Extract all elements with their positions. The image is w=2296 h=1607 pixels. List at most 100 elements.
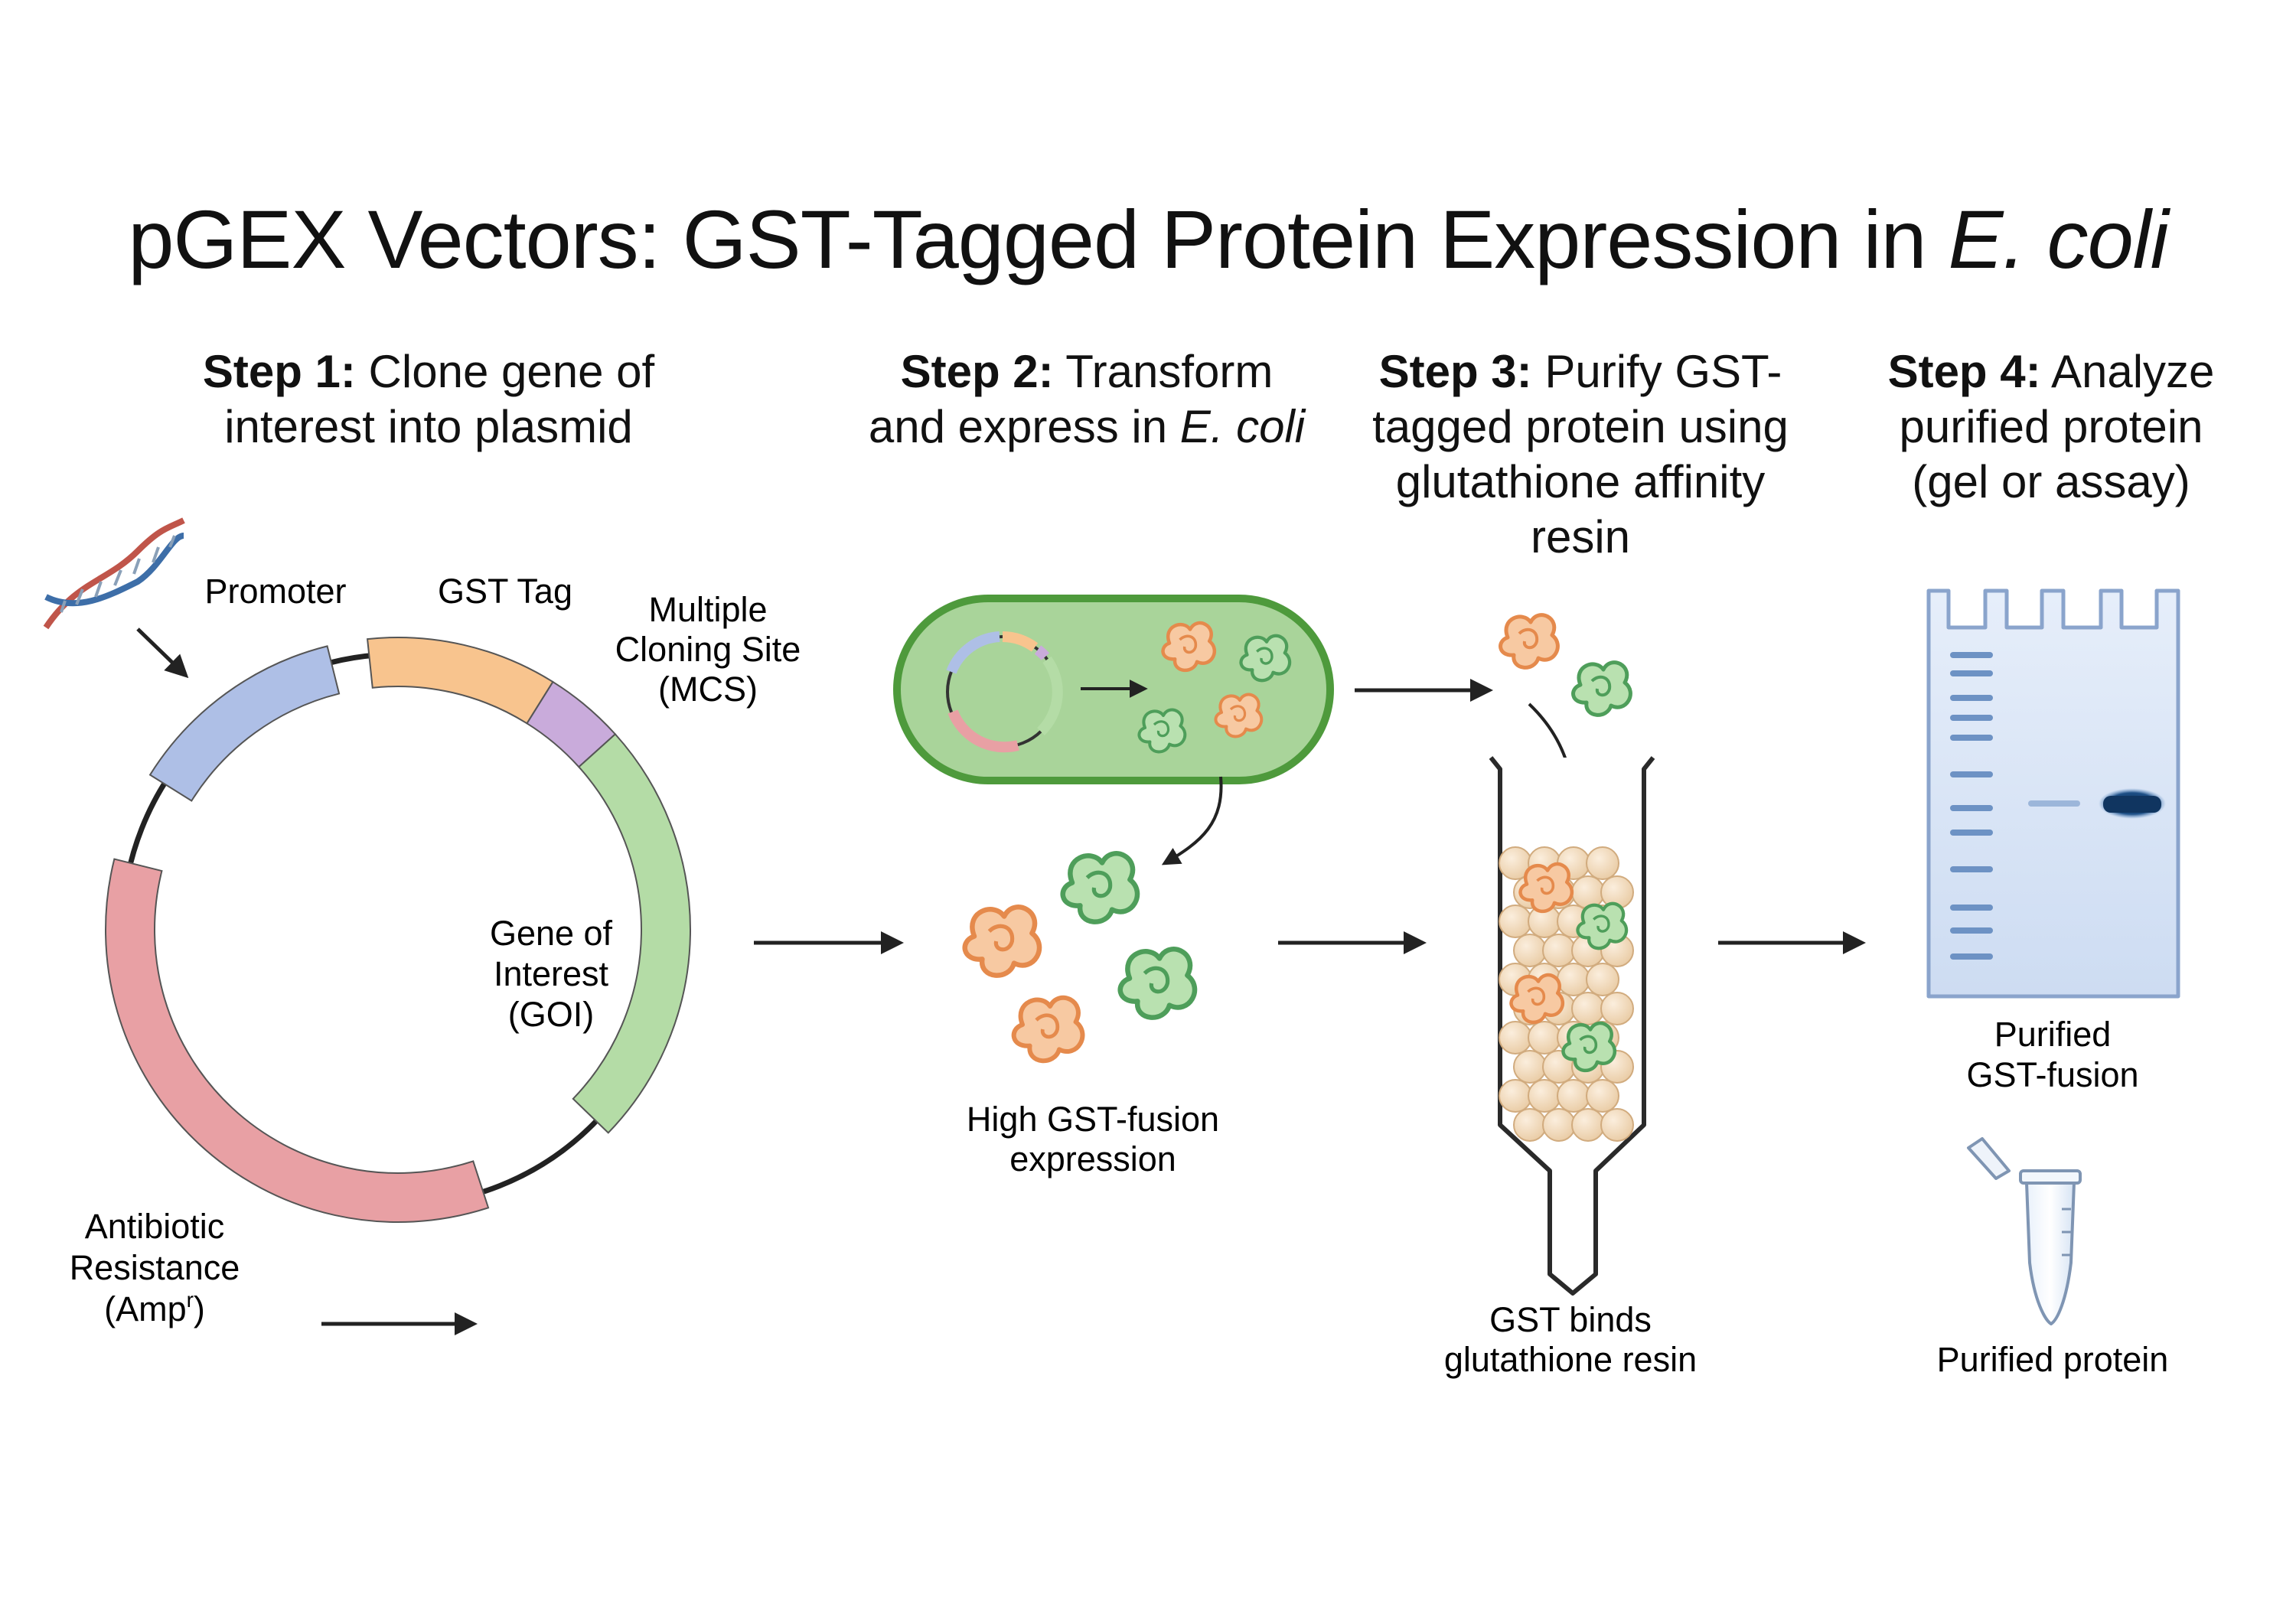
protein-fold	[1527, 986, 1546, 1006]
title-organism: E. coli	[1948, 193, 2169, 285]
dna-helix-icon	[43, 517, 185, 630]
gst-fusion-band-core	[2103, 796, 2161, 813]
resin-bead	[1528, 1079, 1561, 1113]
resin-bead	[1571, 1108, 1605, 1142]
ladder-band	[1950, 652, 1993, 658]
resin-bead	[1557, 963, 1590, 996]
step-4-line-3: (gel or assay)	[1912, 456, 2190, 507]
cell-proteins	[1137, 621, 1292, 754]
ladder-band	[1950, 805, 1993, 811]
expression-label-line-2: expression	[1009, 1139, 1176, 1178]
fusion-protein-icon	[1561, 1021, 1617, 1073]
goi-segment	[572, 732, 691, 1134]
amp-resistance-segment	[105, 858, 490, 1223]
step-3-line-1: Purify GST-	[1531, 346, 1782, 397]
step-2-heading: Step 2: Transform and express in E. coli	[850, 344, 1324, 455]
fusion-protein-icon	[1239, 634, 1292, 683]
ladder-band	[1950, 830, 1993, 836]
protein-body	[1576, 901, 1629, 950]
promoter-segment	[148, 645, 341, 802]
title-text: pGEX Vectors: GST-Tagged Protein Express…	[128, 193, 1949, 285]
step-3-heading: Step 3: Purify GST- tagged protein using…	[1347, 344, 1814, 565]
protein-body	[962, 905, 1042, 978]
amp-label-line-2: Resistance	[70, 1248, 240, 1287]
fusion-protein-icon	[1117, 947, 1198, 1020]
ladder-band	[1950, 905, 1993, 911]
gst-protein-icon	[1214, 693, 1264, 738]
step-4-heading: Step 4: Analyze purified protein (gel or…	[1860, 344, 2242, 510]
amp-label-line-1: Antibiotic	[85, 1207, 225, 1246]
resin-bead	[1513, 1050, 1547, 1084]
sds-page-gel	[1926, 588, 2180, 999]
resin-bead	[1586, 963, 1619, 996]
step-3-line-3: glutathione affinity	[1395, 456, 1766, 507]
tube-label: Purified protein	[1937, 1340, 2169, 1379]
promoter-label: Promoter	[204, 572, 346, 611]
mini-plasmid-icon	[946, 631, 1063, 753]
ladder-band	[1950, 670, 1993, 676]
protein-body	[1518, 862, 1574, 914]
dna-insert-arrow	[136, 627, 189, 679]
gel-label-line-1: Purified	[1994, 1015, 2112, 1054]
protein-body	[1117, 947, 1198, 1020]
protein-body	[1561, 1021, 1617, 1073]
resin-bead	[1571, 875, 1605, 909]
resin-bead	[1542, 1108, 1576, 1142]
protein-body	[1161, 621, 1217, 673]
ladder-band	[1950, 927, 1993, 934]
gst-protein-icon	[1499, 613, 1560, 670]
gst-protein-icon	[1011, 995, 1085, 1064]
resin-bead	[1600, 1108, 1634, 1142]
gst-protein-icon	[1509, 973, 1565, 1025]
protein-fold	[1590, 675, 1612, 697]
gst-protein-icon	[962, 905, 1042, 978]
protein-body	[1571, 660, 1632, 717]
resin-bead	[1586, 1079, 1619, 1113]
protein-fold	[1536, 875, 1555, 895]
ladder-band	[1950, 866, 1993, 872]
bound-gst-proteins	[1509, 862, 1629, 1073]
ladder-band	[1950, 953, 1993, 960]
protein-fold	[1085, 870, 1113, 898]
column-label-line-1: GST binds	[1489, 1300, 1652, 1339]
goi-label-line-2: Interest	[494, 954, 609, 993]
gel-label-line-2: GST-fusion	[1966, 1055, 2138, 1094]
protein-body	[1011, 995, 1085, 1064]
protein-fold	[1035, 1013, 1060, 1039]
protein-fold	[1256, 647, 1274, 665]
goi-label-line-1: Gene of	[490, 914, 613, 953]
protein-fold	[1229, 705, 1247, 722]
protein-body	[1239, 634, 1292, 683]
protein-fold	[1143, 966, 1170, 994]
protein-fold	[1579, 1035, 1598, 1054]
resin-bead	[1528, 1021, 1561, 1054]
amp-close: )	[194, 1289, 205, 1328]
mcs-label-line-3: (MCS)	[658, 670, 758, 709]
step-3-line-4: resin	[1530, 511, 1631, 562]
page-title: pGEX Vectors: GST-Tagged Protein Express…	[0, 191, 2296, 287]
fusion-protein-icon	[1576, 901, 1629, 950]
incoming-proteins	[1499, 613, 1632, 717]
goi-label-line-3: (GOI)	[508, 995, 594, 1034]
protein-body	[1060, 851, 1140, 924]
step-1-line-2: interest into plasmid	[224, 401, 633, 452]
mcs-label-line-1: Multiple	[648, 590, 767, 629]
release-arrow	[1161, 776, 1223, 865]
step-4-line-1: Analyze	[2040, 346, 2215, 397]
protein-fold	[1179, 634, 1198, 654]
gst-tag-segment	[366, 637, 554, 725]
expression-label-line-1: High GST-fusion	[967, 1100, 1219, 1139]
protein-body	[1214, 693, 1264, 738]
resin-bead	[1513, 1108, 1547, 1142]
ladder-bands	[1950, 652, 1993, 960]
protein-fold	[1153, 720, 1170, 738]
step-2-organism: E. coli	[1179, 401, 1306, 452]
protein-fold	[1518, 627, 1539, 650]
step-4-label: Step 4:	[1887, 346, 2041, 397]
step-3-line-2: tagged protein using	[1372, 401, 1789, 452]
column-label-line-2: glutathione resin	[1444, 1340, 1697, 1379]
resin-bead	[1557, 1079, 1590, 1113]
resin-bead	[1499, 1021, 1532, 1054]
